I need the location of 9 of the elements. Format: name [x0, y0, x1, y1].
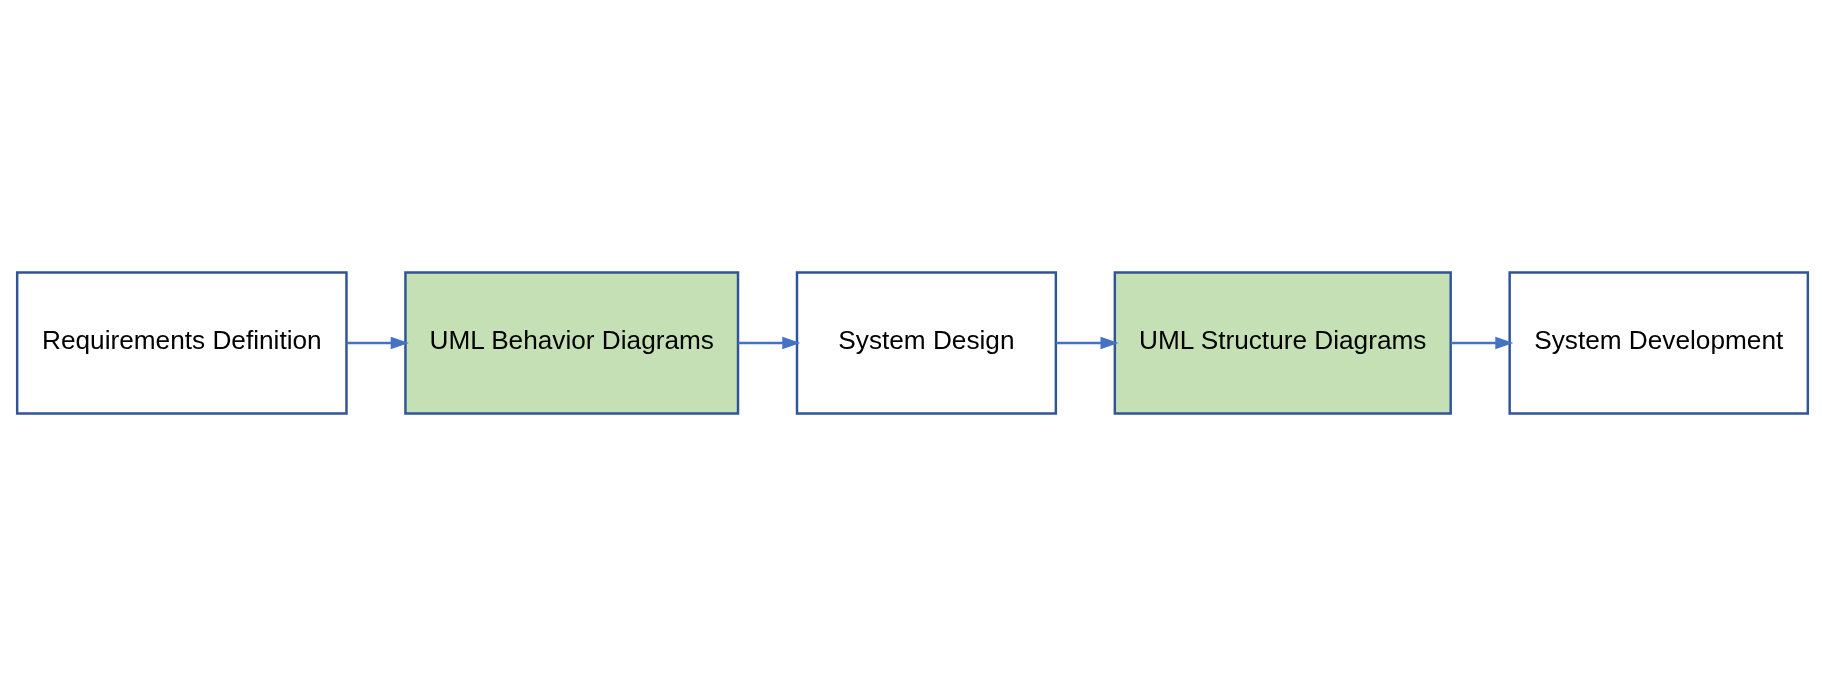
node-box: Requirements Definition [15, 270, 348, 415]
arrow [1450, 336, 1514, 349]
node-box: UML Structure Diagrams [1113, 270, 1452, 415]
arrow [1056, 336, 1119, 349]
node-box: System Development [1508, 270, 1810, 415]
node-box: System Design [795, 270, 1058, 415]
arrow [346, 336, 409, 349]
node-box: UML Behavior Diagrams [404, 270, 740, 415]
arrow [738, 336, 801, 349]
